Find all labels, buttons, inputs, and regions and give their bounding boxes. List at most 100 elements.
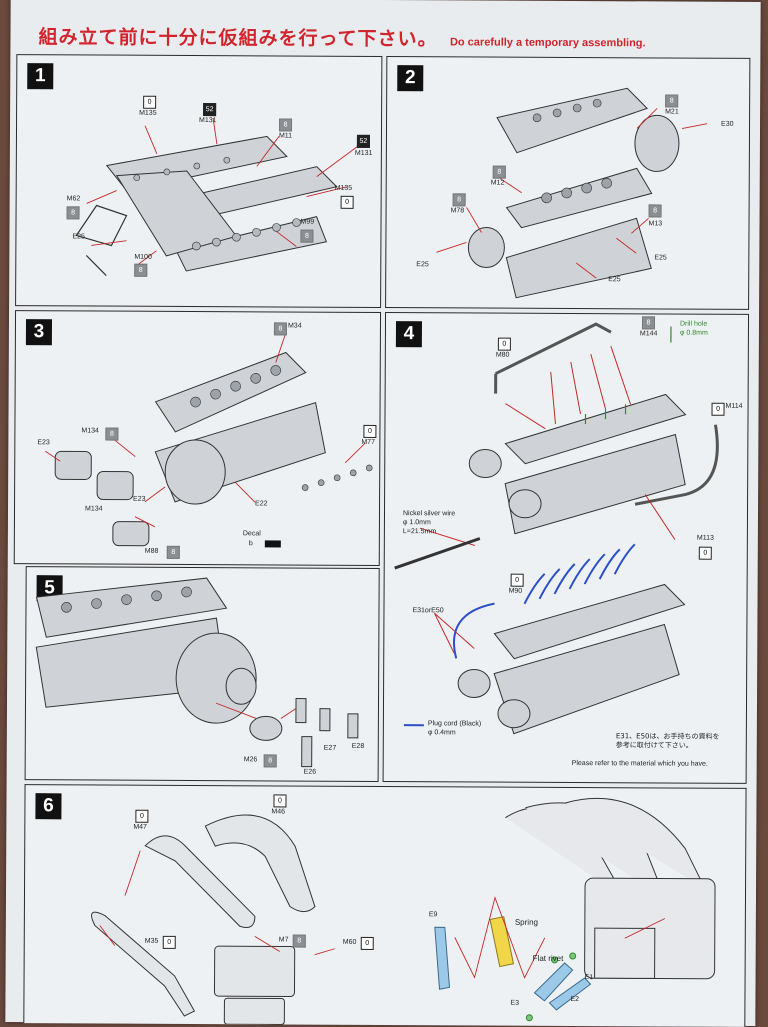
part-label-m134: M134 [81, 427, 99, 434]
qty-badge: 52 [203, 103, 216, 116]
step-1-panel: 1 [15, 54, 382, 308]
qty-badge: 0 [699, 547, 712, 560]
part-label-e25: E25 [608, 276, 621, 283]
part-label-m99: M99 [300, 219, 314, 226]
wire-note: Nickel silver wire φ 1.0mm L=21.5mm [403, 509, 455, 536]
sheet-header: 組み立て前に十分に仮組みを行って下さい。 Do carefully a temp… [38, 22, 738, 52]
decal-swatch [265, 540, 281, 547]
part-label-m12: M12 [491, 180, 505, 187]
reference-note: E31、E50は、お手持ちの資料を 参考に取付けて下さい。 [616, 732, 720, 751]
part-label-m131: M131 [355, 150, 373, 157]
qty-badge: 8 [493, 166, 506, 179]
part-label-m11: M11 [279, 132, 292, 139]
part-label-m80: M80 [496, 352, 510, 359]
part-label-e25: E25 [416, 261, 429, 268]
part-label-m26: M26 [244, 756, 258, 763]
part-label-m34: M34 [288, 322, 302, 329]
reference-note-en: Please refer to the material which you h… [572, 760, 708, 768]
step-2-engine-drawing [386, 57, 749, 309]
part-label-m135: M135 [139, 110, 157, 117]
part-label-e25: E25 [654, 254, 667, 261]
flat-rivet-label: Flat rivet [533, 954, 564, 963]
qty-badge: 0 [143, 96, 156, 109]
step-2-panel: 2 8 M [385, 56, 750, 310]
qty-badge: 8 [665, 94, 678, 107]
part-label-m47: M47 [133, 824, 147, 831]
part-label-m77: M77 [361, 439, 375, 446]
part-label-e22: E22 [255, 500, 268, 507]
part-label-m100: M100 [134, 254, 152, 261]
part-label-e1: E1 [585, 974, 594, 981]
qty-badge: 0 [498, 338, 511, 351]
part-label-m62: M62 [67, 195, 81, 202]
plug-cord-line2: φ 0.4mm [428, 728, 481, 737]
decal-sub-label: b [249, 540, 253, 547]
qty-badge: 0 [163, 936, 176, 949]
plug-cord-line1: Plug cord (Black) [428, 719, 481, 728]
drill-hole-size: φ 0.8mm [680, 330, 708, 337]
qty-badge: 8 [642, 316, 655, 329]
part-label-m90: M90 [509, 588, 523, 595]
qty-badge: 52 [357, 135, 370, 148]
step-3-engine-drawing [15, 311, 380, 565]
part-label-m60: M60 [343, 939, 357, 946]
qty-badge: 0 [511, 574, 524, 587]
part-label-m13: M13 [648, 220, 662, 227]
qty-badge: 8 [279, 118, 292, 131]
part-label-m21: M21 [665, 108, 679, 115]
part-label-e25: E25 [72, 233, 85, 240]
qty-badge: 8 [67, 206, 80, 219]
step-6-panel: 6 [23, 784, 746, 1027]
part-label-e2: E2 [570, 996, 579, 1003]
step-3-panel: 3 [14, 310, 381, 566]
qty-badge: 8 [264, 754, 277, 767]
part-label-m144: M144 [640, 330, 658, 337]
plug-cord-note: Plug cord (Black) φ 0.4mm [428, 719, 481, 737]
qty-badge: 8 [293, 935, 306, 948]
qty-badge: 8 [167, 546, 180, 559]
step-6-drawing [24, 785, 745, 1027]
drill-hole-label: Drill hole [680, 321, 707, 328]
step-4-panel: 4 [383, 312, 749, 784]
qty-badge: 8 [453, 193, 466, 206]
qty-badge: 8 [274, 322, 287, 335]
reference-note-jp2: 参考に取付けて下さい。 [616, 741, 720, 751]
part-label-m113: M113 [697, 535, 714, 542]
wire-note-line1: Nickel silver wire [403, 509, 455, 518]
part-label-m7: M7 [279, 936, 289, 943]
part-label-m135: M135 [335, 185, 353, 192]
step-4-engine-drawing [384, 313, 748, 783]
part-label-e26: E26 [304, 769, 317, 776]
part-label-e3: E3 [510, 1000, 519, 1007]
part-label-m114: M114 [726, 403, 743, 410]
part-label-m88: M88 [145, 548, 159, 555]
qty-badge: 0 [361, 937, 374, 950]
part-label-e23: E23 [37, 439, 50, 446]
qty-badge: 8 [105, 428, 118, 441]
part-label-m35: M35 [145, 938, 159, 945]
qty-badge: 8 [649, 204, 662, 217]
part-label-e23: E23 [133, 496, 146, 503]
spring-label: Spring [515, 918, 538, 927]
qty-badge: 0 [273, 794, 286, 807]
part-label-m78: M78 [451, 207, 465, 214]
part-label-m46: M46 [271, 808, 285, 815]
wire-note-line2: φ 1.0mm [403, 518, 455, 527]
step-5-panel: 5 E27 E28 M26 8 E26 [25, 566, 380, 782]
decal-label: Decal [243, 530, 261, 537]
instruction-sheet: 組み立て前に十分に仮組みを行って下さい。 Do carefully a temp… [5, 0, 760, 1026]
header-japanese: 組み立て前に十分に仮組みを行って下さい。 [38, 26, 437, 50]
step-1-engine-drawing [16, 55, 381, 307]
part-label-e31-or-e50: E31orE50 [412, 607, 443, 614]
qty-badge: 8 [300, 230, 313, 243]
part-label-e30: E30 [721, 121, 734, 128]
part-label-e28: E28 [352, 743, 365, 750]
header-english: Do carefully a temporary assembling. [450, 36, 646, 49]
part-label-e27: E27 [324, 745, 337, 752]
qty-badge: 0 [363, 425, 376, 438]
part-label-e9: E9 [429, 911, 438, 918]
wire-note-line3: L=21.5mm [403, 527, 455, 536]
qty-badge: 0 [341, 196, 354, 209]
part-label-m131: M131 [199, 117, 217, 124]
part-label-m134: M134 [85, 505, 103, 512]
